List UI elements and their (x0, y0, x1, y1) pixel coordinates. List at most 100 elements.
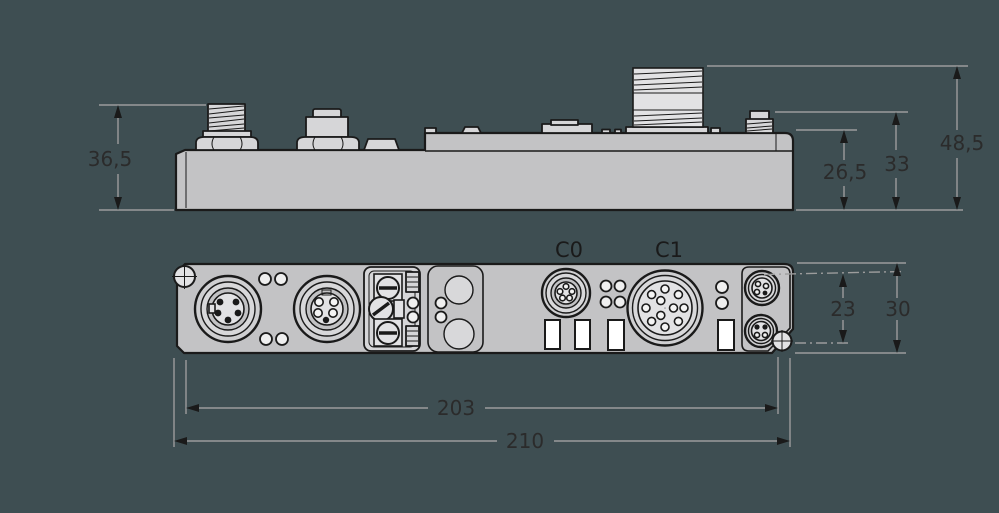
address-panel-outline (427, 265, 484, 353)
m12-b-pins (312, 289, 339, 324)
c1-pins (641, 284, 689, 332)
lid-nub-3 (710, 127, 721, 134)
dimension-label-26-5: 26,5 (823, 160, 868, 184)
terminal-led-1 (406, 296, 420, 310)
c1-side-thread-hatch-top (633, 70, 703, 91)
connector-m8-top (743, 269, 781, 307)
m12-2-hex-facet-left (312, 136, 316, 151)
dimension-203: 203 (185, 357, 779, 420)
mounting-screw-bottom-right (771, 330, 793, 352)
label-strip (544, 319, 561, 350)
address-led-1 (434, 296, 448, 310)
dim-23-centerline-top (763, 270, 904, 276)
connector-c0 (540, 267, 592, 319)
dimension-36-5: 36,5 (88, 104, 206, 211)
led (259, 332, 273, 346)
dim-26-5-arrow-up (840, 130, 848, 143)
dim-26-5-arrow-down (840, 197, 848, 210)
dim-30-arrow-down (893, 340, 901, 353)
dimension-33: 33 (775, 111, 910, 210)
dimension-label-210: 210 (506, 429, 544, 453)
led (599, 279, 613, 293)
dimension-30: 30 (795, 262, 911, 354)
dimension-label-33: 33 (884, 152, 909, 176)
side-view-gland-bump (363, 138, 400, 151)
label-strip (607, 319, 625, 351)
dimension-label-48-5: 48,5 (940, 131, 985, 155)
dim-36-5-arrow-down (114, 197, 122, 210)
terminal-middle-pad (393, 299, 405, 319)
m12-1-thread-hatch (208, 105, 245, 132)
dimension-210: 210 (173, 358, 791, 453)
m8-side-thread-hatch (746, 121, 773, 132)
dim-30-arrow-up (893, 263, 901, 276)
dimension-23: 23 (763, 270, 904, 344)
dim-36-5-arrow-up (114, 105, 122, 118)
rotary-switch-bottom (443, 318, 475, 350)
mounting-screw-top-left (172, 264, 197, 289)
dim-33-arrow-up (892, 112, 900, 125)
led (274, 272, 288, 286)
status-leds-c1 (715, 280, 729, 310)
connector-c0-label: C0 (555, 238, 583, 262)
led (613, 295, 627, 309)
m12-1-hex-facet-left (211, 136, 215, 151)
led (599, 295, 613, 309)
terminal-led-2 (406, 310, 420, 324)
label-strip (717, 319, 735, 351)
side-view-connector-m8 (745, 110, 774, 134)
dimension-label-23: 23 (830, 297, 855, 321)
label-strips (544, 319, 735, 351)
address-switch-panel (427, 265, 484, 353)
label-strip (574, 319, 591, 350)
side-view-lid-details (424, 119, 721, 134)
status-leds-m12 (258, 272, 289, 346)
m12-1-hex-nut (195, 136, 259, 151)
lid-nub-1 (601, 128, 611, 134)
rotary-switch-top (444, 275, 474, 305)
lid-nub-2 (614, 128, 622, 134)
led (613, 279, 627, 293)
dim-33-arrow-down (892, 197, 900, 210)
front-view: C0 C1 (172, 238, 911, 453)
m8-box-outline (741, 266, 791, 352)
terminal-block (363, 266, 421, 352)
led (715, 280, 729, 294)
terminal-clamp-bottom (405, 325, 420, 347)
dim-203-arrow-right (765, 404, 778, 412)
connector-c1 (626, 269, 704, 347)
terminal-screw-middle-slot (371, 301, 391, 317)
m12-a-keying-notch (208, 303, 216, 314)
led (275, 332, 289, 346)
dim-23-arrow-down (839, 330, 847, 343)
address-led-2 (434, 310, 448, 324)
side-view-connector-c1 (625, 67, 709, 134)
c1-side-thread-hatch-bottom (633, 112, 703, 126)
connector-m12-b (292, 274, 362, 344)
dim-210-arrow-left (174, 437, 187, 445)
lid-step-tab (424, 127, 437, 134)
side-view-connector-m12-1 (195, 103, 259, 151)
dimension-48-5: 48,5 (707, 65, 985, 210)
status-leds-c0 (599, 279, 627, 309)
dim-210-arrow-right (777, 437, 790, 445)
connector-m8-bottom (743, 313, 779, 349)
led (715, 296, 729, 310)
connector-m12-a (193, 274, 263, 344)
m12-2-hex-facet-right (340, 136, 344, 151)
dimension-label-30: 30 (885, 297, 910, 321)
dimension-label-36-5: 36,5 (88, 147, 133, 171)
lid-bump (461, 126, 482, 134)
m12-1-hex-facet-right (239, 136, 243, 151)
connector-c1-label: C1 (655, 238, 683, 262)
c0-pins (556, 282, 576, 302)
m12-2-body (305, 116, 349, 138)
connector-m8-box (741, 266, 793, 352)
c1-side-flange (625, 126, 709, 134)
dim-48-5-arrow-up (953, 66, 961, 79)
m8-bottom-face (750, 320, 772, 342)
terminal-clamp-top (405, 271, 420, 293)
m12-b-keying-notch (321, 289, 332, 296)
